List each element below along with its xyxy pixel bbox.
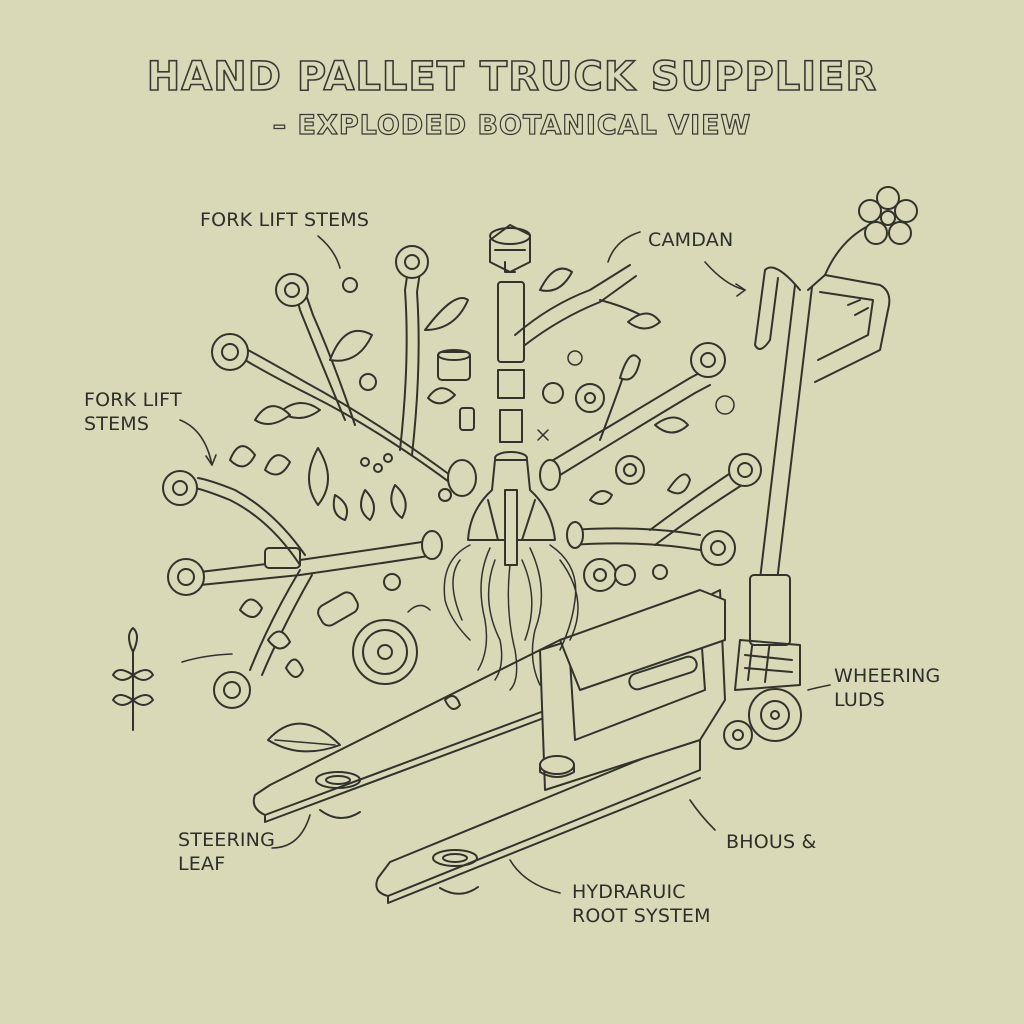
label-fork-lift-stems-top: FORK LIFT STEMS xyxy=(200,209,370,231)
label-steering-leaf: STEERING LEAF xyxy=(178,829,276,875)
hydraulic-root-column xyxy=(443,224,579,691)
label-camdan: CAMDAN xyxy=(648,229,734,251)
left-branches xyxy=(112,245,477,753)
page-subtitle: – EXPLODED BOTANICAL VIEW xyxy=(272,109,752,141)
label-bhous: BHOUS & xyxy=(726,831,817,853)
label-wheering-luds: WHEERING LUDS xyxy=(834,665,941,711)
right-branches xyxy=(437,264,762,592)
pallet-truck xyxy=(252,186,918,904)
label-fork-lift-stems-left: FORK LIFT STEMS xyxy=(84,389,182,435)
label-hydraulic-root-system: HYDRARUIC ROOT SYSTEM xyxy=(572,881,711,927)
page-title: HAND PALLET TRUCK SUPPLIER xyxy=(146,53,878,101)
